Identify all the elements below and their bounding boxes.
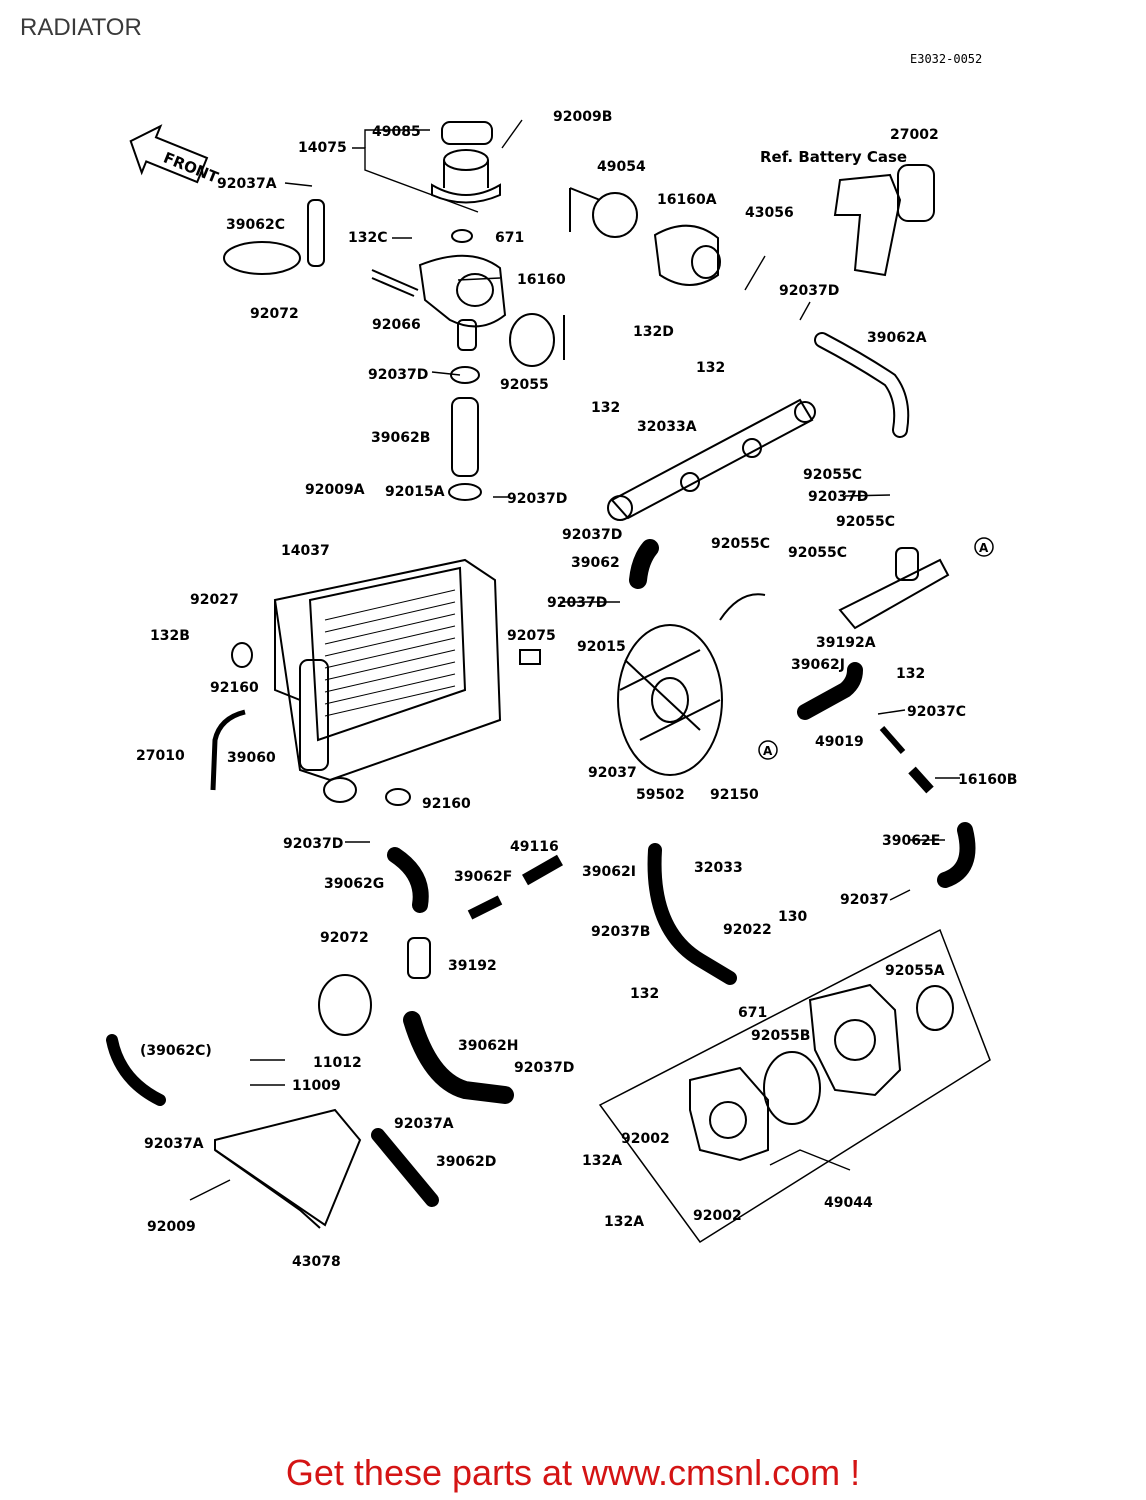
part-label: 92037D <box>514 1060 574 1076</box>
part-label: 92037 <box>840 892 889 908</box>
part-label: 32033 <box>694 860 743 876</box>
part-label: 92037D <box>547 595 607 611</box>
part-label: 39062 <box>571 555 620 571</box>
part-label: 39062C <box>226 217 285 233</box>
part-label: 92072 <box>320 930 369 946</box>
part-label: 92037D <box>283 836 343 852</box>
marker-a-1: A <box>974 537 994 557</box>
part-label: 132 <box>696 360 725 376</box>
footer-banner[interactable]: Get these parts at www.cmsnl.com ! <box>285 1452 861 1493</box>
part-label: 671 <box>495 230 524 246</box>
part-label: 92055C <box>803 467 862 483</box>
part-label: 39062B <box>371 430 430 446</box>
svg-text:A: A <box>763 744 773 758</box>
part-label: 92055C <box>836 514 895 530</box>
part-label: 92072 <box>250 306 299 322</box>
part-label: 132 <box>591 400 620 416</box>
part-label: 92009 <box>147 1219 196 1235</box>
front-arrow-label: FRONT <box>161 149 222 187</box>
part-label: 132 <box>630 986 659 1002</box>
part-label: 92075 <box>507 628 556 644</box>
part-label: 92055A <box>885 963 945 979</box>
part-label: 39062F <box>454 869 512 885</box>
part-label: 92037D <box>779 283 839 299</box>
part-label: 92015 <box>577 639 626 655</box>
part-label: 92009B <box>553 109 612 125</box>
part-label: 11009 <box>292 1078 341 1094</box>
battery-case-ref: Ref. Battery Case <box>760 148 907 166</box>
part-label: 14075 <box>298 140 347 156</box>
page-title: RADIATOR <box>20 14 142 41</box>
exploded-parts-diagram: 140754908592009B92037A39062C92072132C671… <box>106 109 1017 1270</box>
part-label: 132A <box>604 1214 644 1230</box>
part-label: 49019 <box>815 734 864 750</box>
part-label: 671 <box>738 1005 767 1021</box>
part-label: 49054 <box>597 159 646 175</box>
part-label: 39192A <box>816 635 876 651</box>
part-label: 92037D <box>368 367 428 383</box>
part-label: 49085 <box>372 124 421 140</box>
part-label: 92037B <box>591 924 650 940</box>
part-label: 92055C <box>788 545 847 561</box>
part-label: 92022 <box>723 922 772 938</box>
part-label: 92055B <box>751 1028 810 1044</box>
part-label: 39062G <box>324 876 384 892</box>
part-label: 39060 <box>227 750 276 766</box>
part-label: 43078 <box>292 1254 341 1270</box>
part-label: 92027 <box>190 592 239 608</box>
part-label: 92160 <box>422 796 471 812</box>
part-label: 92037A <box>394 1116 454 1132</box>
part-label: 132A <box>582 1153 622 1169</box>
part-label: 49044 <box>824 1195 873 1211</box>
part-label: 92037D <box>507 491 567 507</box>
part-label: 43056 <box>745 205 794 221</box>
marker-a-2: A <box>758 740 778 760</box>
part-label: 92002 <box>693 1208 742 1224</box>
part-label: 27002 <box>890 127 939 143</box>
part-label: 132C <box>348 230 388 246</box>
part-label: 130 <box>778 909 807 925</box>
part-label: 92015A <box>385 484 445 500</box>
part-label: 92066 <box>372 317 421 333</box>
part-label: 92037D <box>562 527 622 543</box>
part-label: 32033A <box>637 419 697 435</box>
part-label: 39062D <box>436 1154 496 1170</box>
diagram-drawing <box>106 121 991 1244</box>
part-label: 92002 <box>621 1131 670 1147</box>
part-label: 39062I <box>582 864 636 880</box>
part-label: 59502 <box>636 787 685 803</box>
part-label: 39062E <box>882 833 940 849</box>
part-label: 49116 <box>510 839 559 855</box>
part-label: 16160 <box>517 272 566 288</box>
diagram-code: E3032-0052 <box>910 52 983 66</box>
part-label: 39062H <box>458 1038 518 1054</box>
part-label: 132 <box>896 666 925 682</box>
front-arrow <box>129 124 209 184</box>
part-label: 92037A <box>217 176 277 192</box>
part-label: 16160A <box>657 192 717 208</box>
svg-text:A: A <box>979 541 989 555</box>
part-label: (39062C) <box>140 1043 212 1059</box>
part-label: 92160 <box>210 680 259 696</box>
leader-lines <box>189 119 960 1201</box>
part-label: 27010 <box>136 748 185 764</box>
part-label: 92055C <box>711 536 770 552</box>
part-label: 92150 <box>710 787 759 803</box>
part-label: 132B <box>150 628 190 644</box>
part-label: 132D <box>633 324 674 340</box>
part-label: 16160B <box>958 772 1017 788</box>
part-label: 14037 <box>281 543 330 559</box>
part-label: 92055 <box>500 377 549 393</box>
part-label: 92037C <box>907 704 966 720</box>
part-label: 39192 <box>448 958 497 974</box>
part-label: 39062A <box>867 330 927 346</box>
part-label: 11012 <box>313 1055 362 1071</box>
part-label: 39062J <box>791 657 845 673</box>
part-label: 92037D <box>808 489 868 505</box>
part-label: 92037 <box>588 765 637 781</box>
part-label: 92037A <box>144 1136 204 1152</box>
part-label: 92009A <box>305 482 365 498</box>
